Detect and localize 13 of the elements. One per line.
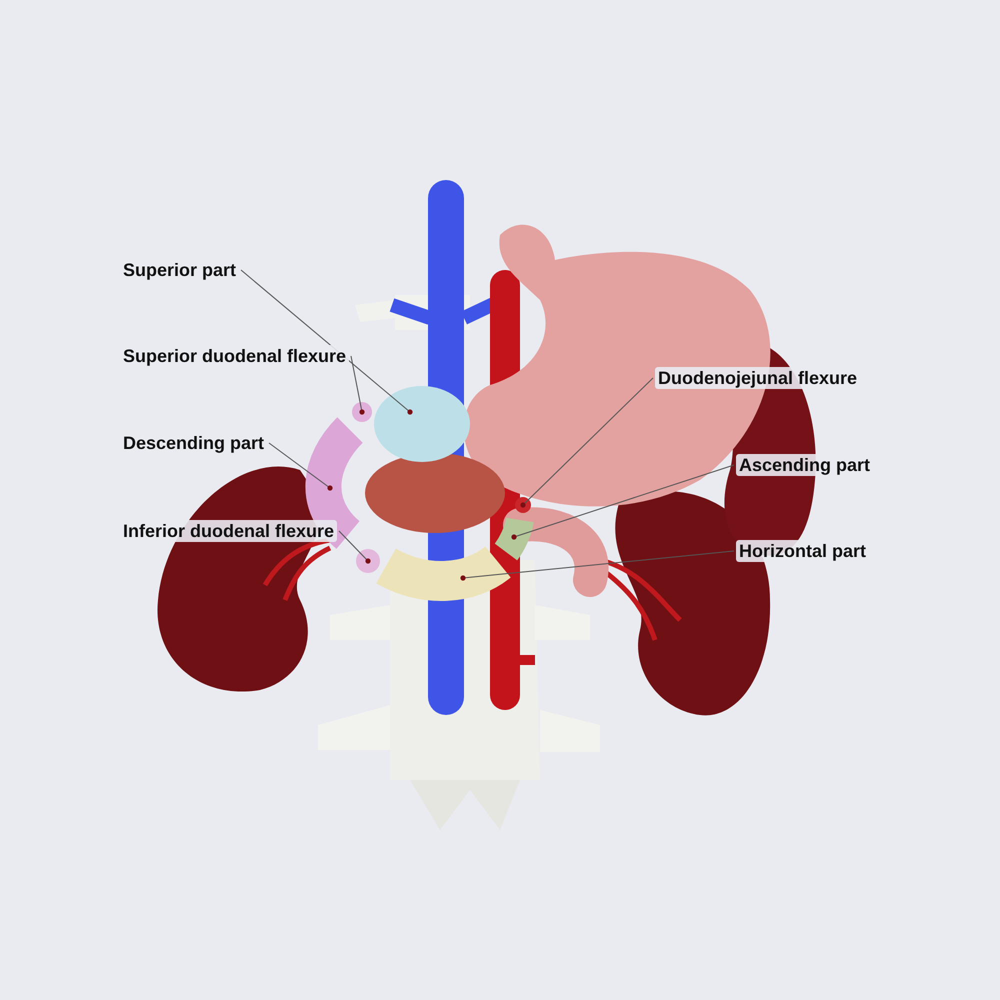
- leader-line: [460, 550, 734, 581]
- leader-line: [511, 464, 734, 540]
- leader-line: [520, 378, 654, 508]
- leader-line: [240, 270, 413, 415]
- duodenum-segment: [376, 546, 510, 601]
- leader-line: [338, 530, 371, 564]
- duodenum-segment: [494, 517, 534, 560]
- flexure-segment: [356, 549, 380, 573]
- flexure-segment: [515, 497, 531, 513]
- leader-line: [268, 442, 333, 491]
- flexure-segment: [352, 402, 372, 422]
- leader-line: [350, 356, 365, 415]
- duodenum-segment: [374, 386, 470, 462]
